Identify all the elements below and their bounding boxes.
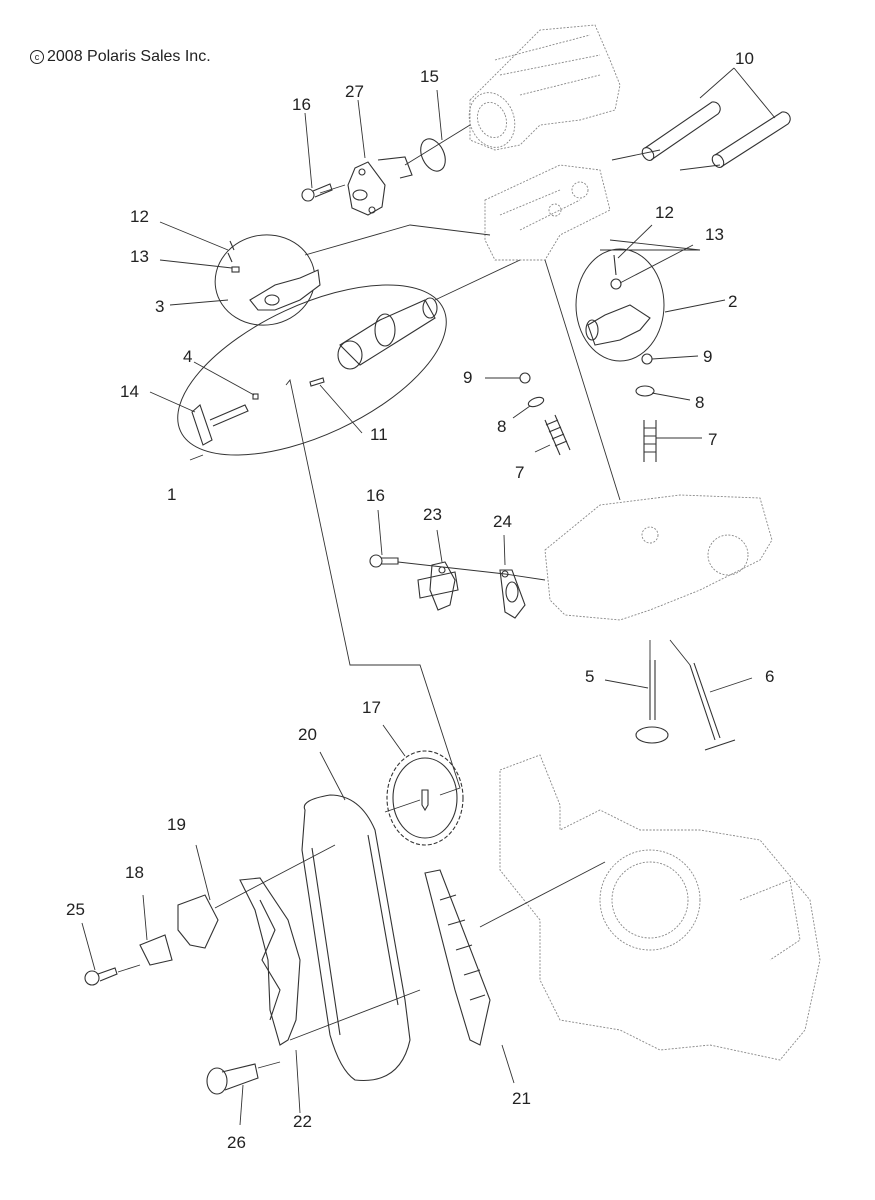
callout-8-right: 8 — [695, 393, 704, 412]
callout-14: 14 — [120, 382, 139, 401]
callout-20: 20 — [298, 725, 317, 744]
callout-6: 6 — [765, 667, 774, 686]
rocker-group-ellipse-2 — [575, 248, 665, 362]
retainer-part-8-right — [635, 385, 655, 397]
copyright-text: 2008 Polaris Sales Inc. — [47, 48, 211, 65]
bolt-part-16-lower — [369, 554, 399, 568]
callout-leaders — [81, 67, 776, 1126]
callout-labels: 10 15 27 16 12 13 3 4 14 1 11 12 13 2 9 … — [66, 49, 774, 1152]
keeper-part-9-left — [519, 372, 531, 384]
callout-4: 4 — [183, 347, 192, 366]
callout-22: 22 — [293, 1112, 312, 1131]
spring-part-7-left — [544, 414, 571, 456]
callout-18: 18 — [125, 863, 144, 882]
rocker-arm-part-2 — [585, 254, 651, 346]
rocker-arm-part-3 — [227, 240, 321, 311]
bracket-part-19 — [177, 894, 219, 949]
callout-13-right: 13 — [705, 225, 724, 244]
callout-2: 2 — [728, 292, 737, 311]
chain-guide-part-22 — [239, 877, 301, 1046]
callout-23: 23 — [423, 505, 442, 524]
cam-chain-part-20 — [301, 794, 411, 1082]
camshaft-part — [337, 297, 438, 370]
callout-25: 25 — [66, 900, 85, 919]
o-ring-part-15 — [420, 138, 446, 172]
crankcase-ghost — [499, 754, 821, 1061]
callout-16-top: 16 — [292, 95, 311, 114]
callout-5: 5 — [585, 667, 594, 686]
callout-3: 3 — [155, 297, 164, 316]
callout-21: 21 — [512, 1089, 531, 1108]
keeper-part-9-right — [641, 353, 653, 365]
bolt-part-16-top — [301, 183, 333, 202]
cylinder-head-ghost — [544, 494, 773, 621]
callout-24: 24 — [493, 512, 512, 531]
cover-part-27 — [347, 156, 413, 216]
callout-17: 17 — [362, 698, 381, 717]
retainer-part-8-left — [527, 396, 545, 408]
gasket-part-24 — [499, 569, 526, 619]
bolt-part-25 — [84, 967, 118, 986]
decomp-lever-part-14 — [191, 404, 249, 446]
callout-15: 15 — [420, 67, 439, 86]
alignment-lines — [117, 124, 721, 1069]
pin-part-4 — [252, 393, 259, 400]
callout-7-right: 7 — [708, 430, 717, 449]
callout-13-left: 13 — [130, 247, 149, 266]
bolt-part-26 — [206, 1063, 259, 1095]
callout-16-lower: 16 — [366, 486, 385, 505]
cam-cover-ghost — [468, 24, 621, 151]
callout-19: 19 — [167, 815, 186, 834]
tubes-part-10 — [641, 101, 791, 168]
callout-12-left: 12 — [130, 207, 149, 226]
callout-12-right: 12 — [655, 203, 674, 222]
copyright-symbol-icon: c — [30, 50, 44, 64]
callout-9-left: 9 — [463, 368, 472, 387]
callout-10: 10 — [735, 49, 754, 68]
callout-26: 26 — [227, 1133, 246, 1152]
bracket-part-18 — [139, 934, 173, 966]
cam-carrier-ghost — [484, 164, 611, 261]
callout-27: 27 — [345, 82, 364, 101]
callout-11: 11 — [370, 425, 388, 444]
valve-part-5 — [635, 660, 669, 744]
callout-8-left: 8 — [497, 417, 506, 436]
valve-part-6 — [689, 662, 736, 751]
chain-guide-part-21 — [424, 869, 491, 1046]
callout-1: 1 — [167, 485, 176, 504]
callout-9-right: 9 — [703, 347, 712, 366]
spring-part-7-right — [643, 420, 657, 462]
sprocket-part-17 — [386, 750, 464, 846]
tensioner-part-23 — [417, 561, 459, 611]
callout-7-left: 7 — [515, 463, 524, 482]
dowel-pin-part-11 — [309, 377, 325, 387]
camshaft-group-ellipse-1 — [177, 284, 447, 456]
